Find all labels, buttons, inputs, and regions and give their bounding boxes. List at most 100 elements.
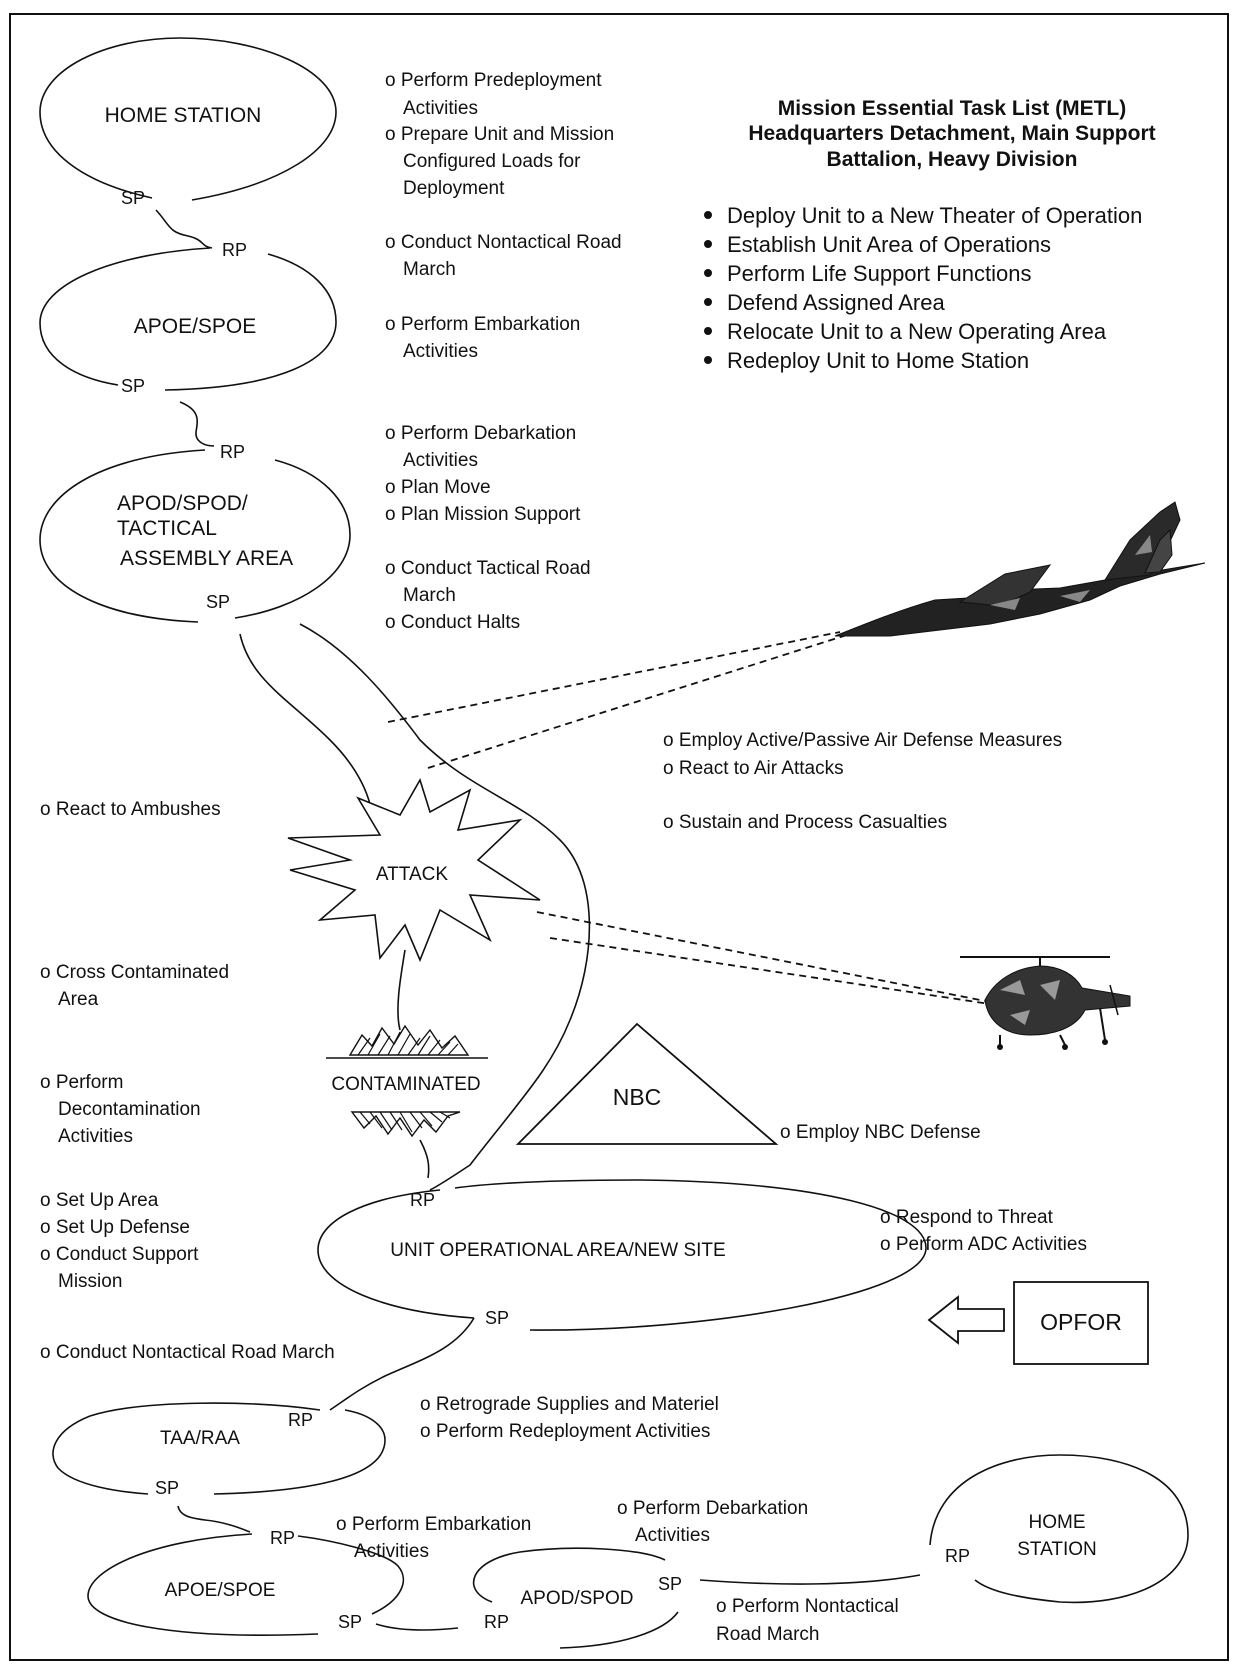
- task-text: o Employ NBC Defense: [780, 1122, 981, 1143]
- heli-wheel: [1102, 1039, 1108, 1045]
- sp-marker: SP: [658, 1574, 682, 1594]
- task-text: o Perform Nontactical: [716, 1596, 899, 1617]
- nbc-triangle: [515, 1022, 779, 1145]
- rp-marker: RP: [484, 1612, 509, 1632]
- apoe-spoe-bottom-label: APOE/SPOE: [165, 1580, 276, 1601]
- heli-gear: [999, 1007, 1106, 1046]
- heli-attack-line-upper: [536, 911, 991, 1003]
- opfor-label: OPFOR: [1040, 1309, 1122, 1335]
- road-right-edge: [299, 623, 591, 1191]
- opfor-box: [1013, 1281, 1149, 1365]
- task-text: Area: [58, 989, 99, 1010]
- task-text: o Conduct Tactical Road: [385, 558, 591, 579]
- contam-hatch-bottom-lines: [359, 1111, 451, 1133]
- metl-item: Establish Unit Area of Operations: [727, 232, 1051, 257]
- sp-marker: SP: [338, 1612, 362, 1632]
- sp-marker: SP: [155, 1478, 179, 1498]
- task-text: o Cross Contaminated: [40, 962, 229, 983]
- route-line: [375, 1623, 459, 1631]
- sp-marker: SP: [121, 188, 145, 208]
- unit-area-ellipse: [317, 1179, 927, 1331]
- bullet-icon: [704, 298, 712, 306]
- attack-helicopter-icon: [960, 956, 1131, 1050]
- apod-spod-bottom-ellipse: [472, 1547, 679, 1649]
- road-left-edge: [239, 633, 373, 821]
- route-line: [699, 1574, 921, 1585]
- apod-label-line3: ASSEMBLY AREA: [120, 547, 293, 570]
- attack-label: ATTACK: [376, 864, 448, 885]
- rp-marker: RP: [288, 1410, 313, 1430]
- task-text: Activities: [403, 450, 478, 471]
- bullet-icon: [704, 356, 712, 364]
- route-line: [177, 1505, 251, 1533]
- home-station-line1: HOME: [1029, 1512, 1086, 1533]
- task-text: Configured Loads for: [403, 151, 581, 172]
- heli-detail: [1000, 980, 1060, 1025]
- task-text: Activities: [58, 1126, 133, 1147]
- frame: [9, 13, 1229, 1661]
- jet-camo: [990, 535, 1152, 610]
- task-text: o React to Air Attacks: [663, 758, 844, 779]
- task-text: o Plan Mission Support: [385, 504, 581, 525]
- contaminated-label: CONTAMINATED: [331, 1074, 480, 1095]
- rp-marker: RP: [222, 240, 247, 260]
- task-text: o Retrograde Supplies and Materiel: [420, 1394, 719, 1415]
- rp-marker: RP: [945, 1546, 970, 1566]
- task-text: o Respond to Threat: [880, 1207, 1054, 1228]
- task-text: o Conduct Nontactical Road March: [40, 1342, 335, 1363]
- task-text: Decontamination: [58, 1099, 201, 1120]
- metl-item: Perform Life Support Functions: [727, 261, 1031, 286]
- task-text: o Perform Embarkation: [385, 314, 580, 335]
- task-text: o Conduct Halts: [385, 612, 520, 633]
- jet-fuselage: [834, 562, 1206, 637]
- metl-list: Deploy Unit to a New Theater of Operatio…: [704, 203, 1142, 373]
- heli-wheel: [1062, 1044, 1068, 1050]
- task-text: o Set Up Area: [40, 1190, 159, 1211]
- air-attack-line-lower: [427, 633, 851, 769]
- task-text: o Perform Redeployment Activities: [420, 1421, 710, 1442]
- metl-item: Deploy Unit to a New Theater of Operatio…: [727, 203, 1142, 228]
- home-station-top-label: HOME STATION: [105, 104, 262, 127]
- apod-label-line1: APOD/SPOD/: [117, 492, 248, 515]
- task-text: o Employ Active/Passive Air Defense Meas…: [663, 730, 1062, 751]
- task-text: o Plan Move: [385, 477, 491, 498]
- sp-marker: SP: [121, 376, 145, 396]
- apod-spod-taa-ellipse: [39, 449, 351, 623]
- air-attack-line-upper: [387, 631, 841, 723]
- task-text: o Prepare Unit and Mission: [385, 124, 614, 145]
- metl-item: Relocate Unit to a New Operating Area: [727, 319, 1107, 344]
- sp-marker: SP: [485, 1308, 509, 1328]
- heli-body: [984, 965, 1131, 1036]
- route-line: [155, 209, 213, 249]
- task-text: o Perform Predeployment: [385, 70, 602, 91]
- task-text: o Perform Embarkation: [336, 1514, 531, 1535]
- home-station-top-ellipse: [39, 37, 337, 201]
- bullet-icon: [704, 269, 712, 277]
- bullet-icon: [704, 327, 712, 335]
- task-text: o Perform ADC Activities: [880, 1234, 1087, 1255]
- apoe-spoe-bottom-ellipse: [87, 1533, 405, 1636]
- title-line3: Battalion, Heavy Division: [827, 148, 1078, 171]
- heli-wheel: [997, 1044, 1003, 1050]
- attack-starburst: [287, 778, 541, 963]
- task-text: Activities: [354, 1541, 429, 1562]
- apoe-spoe-top-ellipse: [39, 247, 337, 391]
- task-text: Mission: [58, 1271, 122, 1292]
- contaminated-zone: CONTAMINATED: [326, 1024, 488, 1138]
- contam-hatch-top-lines: [357, 1031, 459, 1056]
- task-text: March: [403, 585, 456, 606]
- title-line2: Headquarters Detachment, Main Support: [748, 122, 1155, 145]
- jet-fighter-icon: [834, 501, 1206, 637]
- home-station-bottom-ellipse: [929, 1454, 1189, 1604]
- title-line1: Mission Essential Task List (METL): [778, 97, 1127, 120]
- task-text: o Conduct Support: [40, 1244, 199, 1265]
- road-left-contam-exit: [419, 1139, 430, 1179]
- nbc-label: NBC: [613, 1084, 662, 1110]
- contam-hatch-top: [348, 1024, 470, 1056]
- task-text: o Sustain and Process Casualties: [663, 812, 947, 833]
- task-text: o Perform Debarkation: [617, 1498, 808, 1519]
- apoe-spoe-top-label: APOE/SPOE: [134, 315, 257, 338]
- sp-marker: SP: [206, 592, 230, 612]
- heli-attack-line-lower: [549, 937, 991, 1005]
